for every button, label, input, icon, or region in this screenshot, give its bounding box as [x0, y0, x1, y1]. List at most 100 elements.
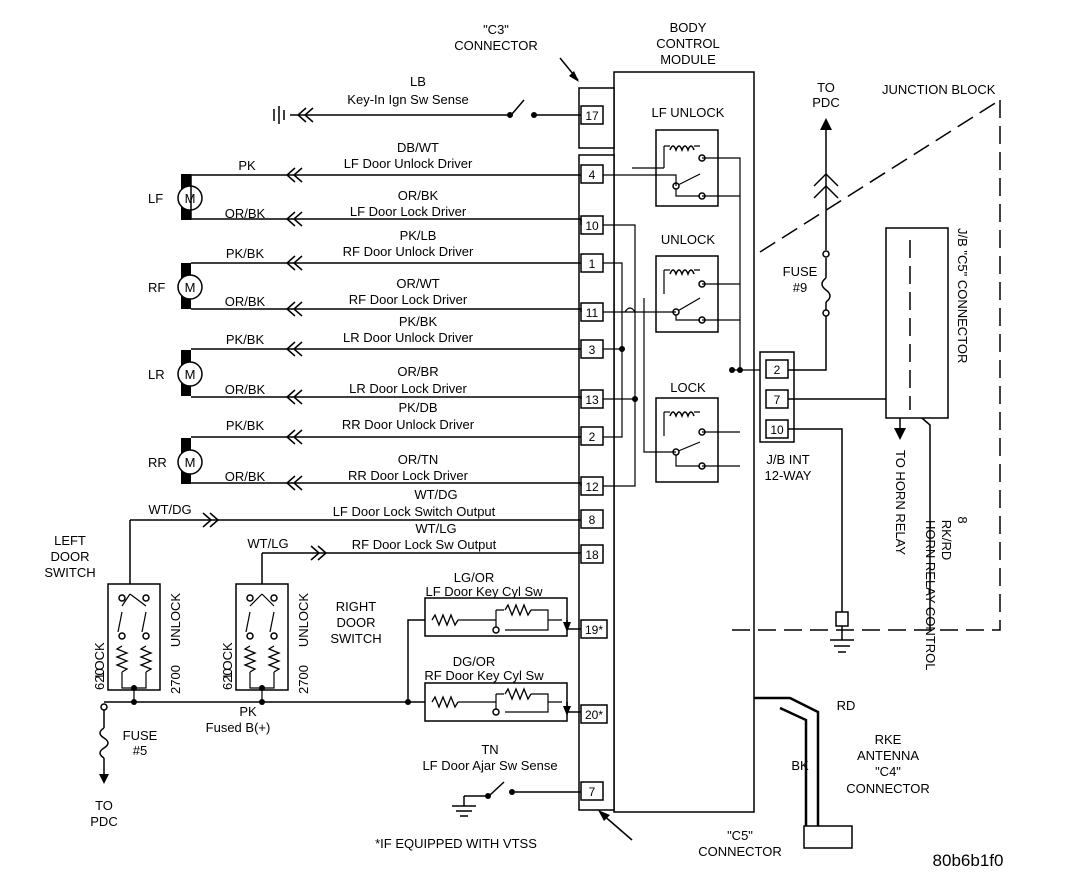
rf-key-cyl-switch: DG/OR RF Door Key Cyl Sw: [408, 654, 581, 722]
svg-text:UNLOCK: UNLOCK: [168, 593, 183, 648]
svg-text:FUSE: FUSE: [123, 728, 158, 743]
ground-icon: [830, 626, 854, 653]
svg-text:17: 17: [585, 109, 599, 123]
svg-text:1: 1: [589, 257, 596, 271]
svg-text:PK: PK: [239, 704, 257, 719]
svg-text:ANTENNA: ANTENNA: [857, 748, 919, 763]
svg-text:LF Door Unlock Driver: LF Door Unlock Driver: [344, 156, 473, 171]
junction-block-boundary-diagonal: [759, 99, 1001, 253]
svg-text:CONNECTOR: CONNECTOR: [454, 38, 538, 53]
svg-text:PK/LB: PK/LB: [400, 228, 437, 243]
svg-text:M: M: [185, 191, 196, 206]
svg-text:LF Door Lock Driver: LF Door Lock Driver: [350, 204, 467, 219]
circuit-lf-lock-switch-output: WT/DG WT/DG LF Door Lock Switch Output: [129, 487, 581, 594]
right-door-switch: LOCK 620 UNLOCK 2700 RIGHT DOOR SWITCH: [220, 583, 382, 700]
svg-text:J/B INT: J/B INT: [766, 452, 809, 467]
svg-text:OR/BK: OR/BK: [398, 188, 439, 203]
svg-text:11: 11: [586, 306, 599, 320]
circuit-rf-unlock: PK/BK PK/LB RF Door Unlock Driver: [191, 228, 581, 271]
circuit-rf-lock-switch-output: WT/LG WT/LG RF Door Lock Sw Output: [247, 521, 581, 594]
svg-text:LF Door Key Cyl Sw: LF Door Key Cyl Sw: [425, 584, 543, 599]
svg-text:LR Door Unlock Driver: LR Door Unlock Driver: [343, 330, 474, 345]
svg-text:620: 620: [220, 668, 235, 690]
svg-text:BK: BK: [791, 758, 809, 773]
svg-text:"C4": "C4": [875, 764, 901, 779]
svg-text:RF Door Key Cyl Sw: RF Door Key Cyl Sw: [424, 668, 544, 683]
svg-text:Fused B(+): Fused B(+): [206, 720, 271, 735]
pin-18: [580, 544, 604, 564]
svg-text:CONTROL: CONTROL: [656, 36, 720, 51]
svg-text:PK: PK: [238, 158, 256, 173]
svg-text:#5: #5: [133, 743, 147, 758]
svg-text:620: 620: [92, 668, 107, 690]
svg-text:RF Door Lock Driver: RF Door Lock Driver: [349, 292, 468, 307]
bcm-internal-wiring: [603, 157, 768, 487]
svg-text:7: 7: [774, 393, 781, 407]
svg-text:2700: 2700: [168, 665, 183, 694]
svg-text:LR Door Lock Driver: LR Door Lock Driver: [349, 381, 467, 396]
svg-text:"C5": "C5": [727, 828, 753, 843]
svg-text:BODY: BODY: [670, 20, 707, 35]
svg-text:LEFT: LEFT: [54, 533, 86, 548]
svg-text:2: 2: [774, 363, 781, 377]
svg-text:LF Door Lock Switch Output: LF Door Lock Switch Output: [333, 504, 496, 519]
svg-text:SWITCH: SWITCH: [44, 565, 95, 580]
pin-20: [580, 704, 608, 724]
svg-text:LG/OR: LG/OR: [454, 570, 494, 585]
svg-text:UNLOCK: UNLOCK: [296, 593, 311, 648]
c5-arrow-head: [598, 810, 610, 821]
chassis-ground-icon: [273, 106, 285, 124]
svg-text:UNLOCK: UNLOCK: [661, 232, 716, 247]
junction-block-label: JUNCTION BLOCK: [882, 82, 996, 97]
circuit-key-in-ign: LB Key-In Ign Sw Sense: [273, 74, 581, 124]
svg-text:OR/BK: OR/BK: [225, 469, 266, 484]
svg-text:RKE: RKE: [875, 732, 902, 747]
svg-text:LF UNLOCK: LF UNLOCK: [652, 105, 725, 120]
svg-text:RD: RD: [837, 698, 856, 713]
svg-text:OR/BK: OR/BK: [225, 294, 266, 309]
svg-text:LOCK: LOCK: [220, 642, 235, 678]
svg-text:18: 18: [585, 548, 599, 562]
svg-text:20*: 20*: [585, 708, 603, 722]
vtss-footnote: *IF EQUIPPED WITH VTSS: [375, 836, 537, 851]
svg-text:RR Door Unlock Driver: RR Door Unlock Driver: [342, 417, 475, 432]
svg-text:MODULE: MODULE: [660, 52, 716, 67]
svg-text:J/B "C5" CONNECTOR: J/B "C5" CONNECTOR: [955, 228, 970, 363]
circuit-rr-unlock: PK/BK PK/DB RR Door Unlock Driver: [191, 400, 581, 445]
svg-text:PK/BK: PK/BK: [226, 246, 265, 261]
diagram-id: 80b6b1f0: [933, 851, 1004, 870]
motor-rf: M RF: [148, 263, 203, 309]
svg-text:SWITCH: SWITCH: [330, 631, 381, 646]
svg-text:PK/BK: PK/BK: [226, 332, 265, 347]
circuit-door-ajar: TN LF Door Ajar Sw Sense: [422, 742, 581, 817]
svg-text:DG/OR: DG/OR: [453, 654, 496, 669]
svg-text:TO: TO: [817, 80, 835, 95]
c3-connector-label: "C3" CONNECTOR: [454, 22, 538, 53]
c5-connector-label: "C5" CONNECTOR: [698, 828, 782, 859]
svg-text:LF: LF: [148, 191, 163, 206]
svg-text:8: 8: [589, 513, 596, 527]
svg-text:OR/WT: OR/WT: [396, 276, 439, 291]
jb-pins: 2 7 10: [765, 359, 789, 439]
circuit-lf-unlock: PK DB/WT LF Door Unlock Driver: [191, 140, 581, 183]
svg-text:Key-In Ign Sw Sense: Key-In Ign Sw Sense: [347, 92, 468, 107]
svg-text:OR/BK: OR/BK: [225, 382, 266, 397]
rke-antenna: RD BK RKE ANTENNA "C4" CONNECTOR: [754, 696, 930, 849]
pin-boxes: 17 4 10 1 11 3 13 2 12 8 18 19* 20* 7: [580, 105, 608, 801]
svg-text:DOOR: DOOR: [51, 549, 90, 564]
svg-text:OR/BR: OR/BR: [397, 364, 438, 379]
svg-text:CONNECTOR: CONNECTOR: [846, 781, 930, 796]
svg-text:13: 13: [585, 393, 599, 407]
svg-text:"C3": "C3": [483, 22, 509, 37]
relay-unlock: UNLOCK: [655, 232, 719, 333]
jb-c5-connector: J/B "C5" CONNECTOR: [885, 227, 970, 419]
svg-text:12-WAY: 12-WAY: [765, 468, 812, 483]
svg-text:LF Door Ajar Sw Sense: LF Door Ajar Sw Sense: [422, 758, 557, 773]
svg-text:M: M: [185, 367, 196, 382]
svg-text:TO HORN RELAY: TO HORN RELAY: [893, 450, 908, 555]
svg-text:OR/TN: OR/TN: [398, 452, 438, 467]
junction-block-boundary: [730, 100, 1001, 631]
svg-text:19*: 19*: [585, 623, 603, 637]
svg-text:M: M: [185, 280, 196, 295]
